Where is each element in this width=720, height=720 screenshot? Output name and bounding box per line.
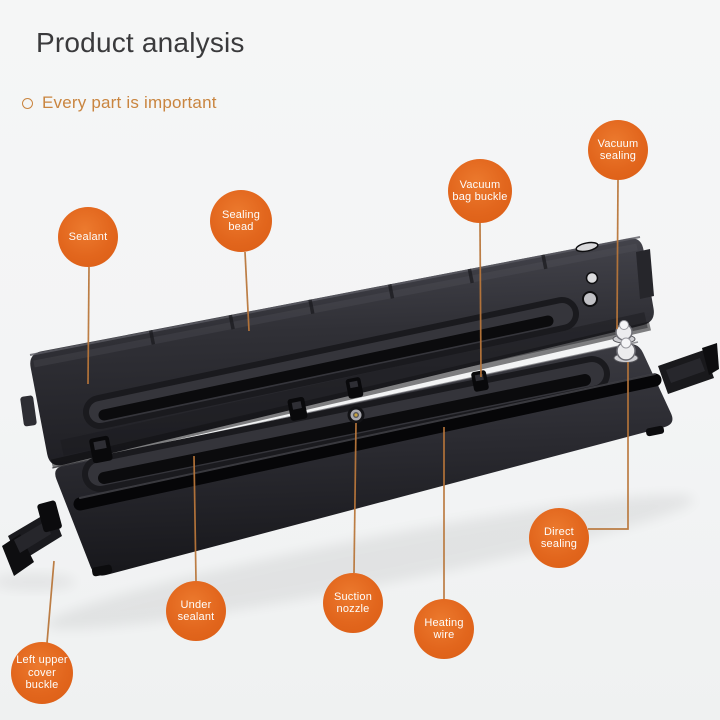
label-under-sealant: Under sealant — [166, 581, 226, 641]
lid-ribs — [148, 254, 548, 345]
leader-vacuum-bag-buckle — [479, 222, 482, 378]
leader-under-sealant — [193, 455, 197, 582]
machine-foot — [645, 425, 665, 437]
leader-direct-sealing — [588, 362, 629, 530]
left-latch — [2, 500, 62, 576]
page-title: Product analysis — [36, 27, 245, 58]
lid-left-tab — [20, 395, 37, 427]
lid-sealant-channel — [83, 297, 579, 429]
machine-foot — [91, 564, 113, 577]
label-vacuum-sealing: Vacuum sealing — [588, 120, 648, 180]
leader-sealing-bead — [244, 251, 250, 332]
leader-vacuum-sealing — [616, 179, 619, 330]
label-sealant: Sealant — [58, 207, 118, 267]
base-sealant-channel — [82, 356, 610, 492]
vacuum-bag-buckles — [89, 370, 489, 464]
leader-sealant — [87, 266, 90, 385]
suction-nozzle-part — [347, 406, 365, 424]
label-sealing-bead: Sealing bead — [210, 190, 272, 252]
leader-suction-nozzle — [353, 422, 357, 574]
label-vacuum-bag-buckle: Vacuum bag buckle — [448, 159, 512, 223]
leader-left-upper-cover-buckle — [46, 560, 55, 644]
label-left-upper-cover-buckle: Left upper cover buckle — [11, 642, 73, 704]
lid-right-end — [575, 241, 654, 307]
right-latch — [658, 343, 719, 394]
heating-wire-strip — [73, 373, 662, 511]
label-heating-wire: Heating wire — [414, 599, 474, 659]
subtitle-text: Every part is important — [42, 93, 217, 112]
label-direct-sealing: Direct sealing — [529, 508, 589, 568]
bullet-circle-icon — [22, 97, 33, 109]
label-suction-nozzle: Suction nozzle — [323, 573, 383, 633]
direct-sealing-nozzle — [613, 337, 639, 363]
subtitle-row: Every part is important — [22, 93, 217, 113]
